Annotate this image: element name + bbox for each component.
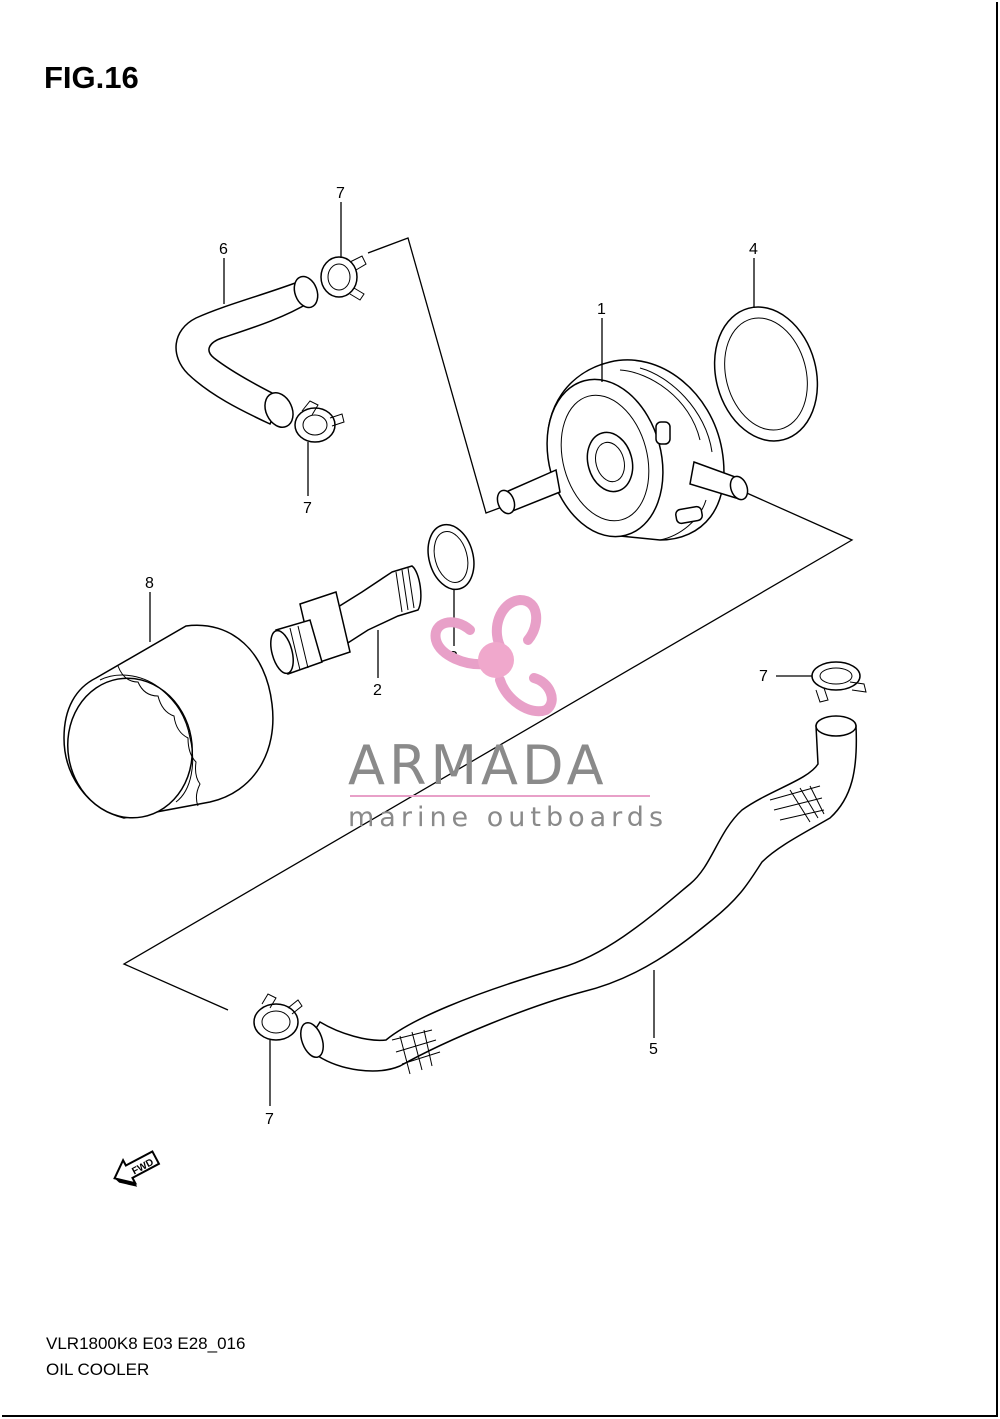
clamp-a (320, 255, 367, 301)
callout-clamp-d: 7 (265, 1111, 274, 1128)
oil-cooler (496, 359, 749, 541)
watermark-logo: ARMADA marine outboards (348, 594, 668, 833)
model-code: VLR1800K8 E03 E28_016 (46, 1334, 246, 1353)
clamp-c (811, 661, 867, 703)
leader-lines (149, 202, 812, 1106)
callout-clamp-c: 7 (759, 668, 768, 685)
reference-line-lower (122, 489, 854, 1011)
figure-title: FIG.16 (44, 60, 139, 95)
clamp-d (253, 993, 303, 1041)
propeller-hub-icon (478, 642, 514, 678)
reference-line-upper (367, 237, 549, 514)
oil-filter (63, 624, 274, 819)
hose-long (300, 715, 858, 1075)
clamp-b (294, 400, 345, 443)
hose-short (175, 275, 319, 428)
callout-hose-short: 6 (219, 241, 228, 258)
watermark-brand: ARMADA (348, 734, 608, 797)
union-bolt (270, 565, 422, 675)
callout-clamp-b: 7 (303, 500, 312, 517)
callout-oil-filter: 8 (145, 575, 154, 592)
callout-clamp-a: 7 (336, 185, 345, 202)
watermark-tagline: marine outboards (348, 802, 668, 833)
callout-o-ring: 4 (749, 241, 758, 258)
propeller-icon (430, 594, 557, 717)
o-ring (713, 306, 819, 442)
callout-union-bolt: 2 (373, 682, 382, 699)
assembly-name: OIL COOLER (46, 1360, 150, 1379)
callout-oil-cooler: 1 (597, 301, 606, 318)
gasket (427, 523, 475, 591)
forward-direction-arrow: FWD (113, 1150, 161, 1187)
callout-hose-long: 5 (649, 1041, 658, 1058)
